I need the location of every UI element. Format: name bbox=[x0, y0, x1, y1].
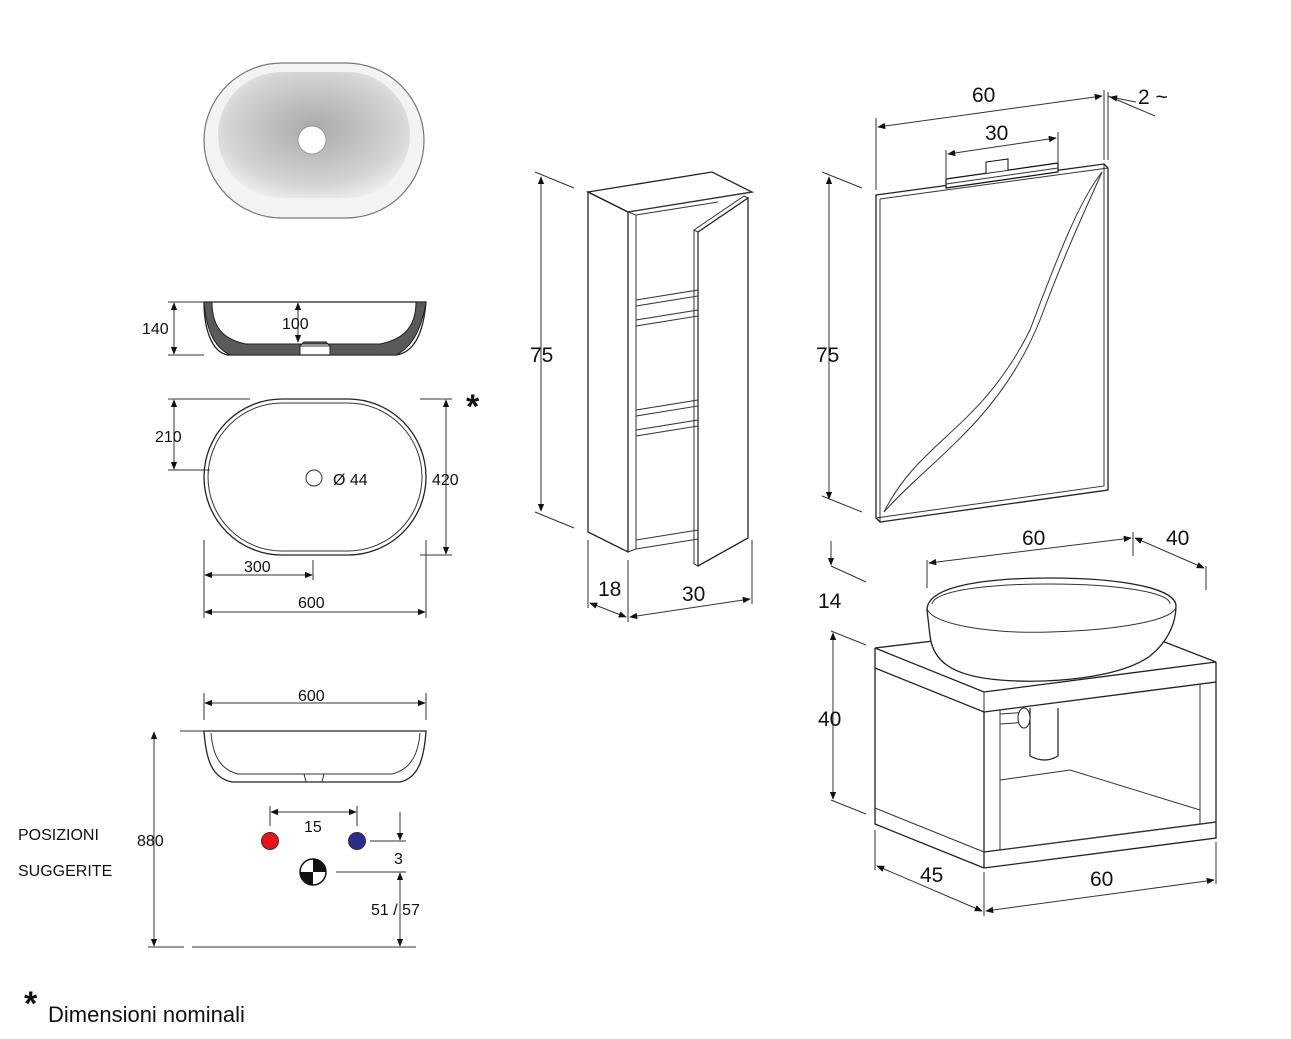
footnote-text: Dimensioni nominali bbox=[48, 1002, 245, 1027]
taps-drain-height: 51 / 57 bbox=[371, 902, 420, 919]
vanity-basin-height: 14 bbox=[818, 590, 842, 613]
basin-elevation-height: 880 bbox=[137, 833, 164, 850]
vanity-unit-height: 40 bbox=[818, 708, 841, 731]
basin-plan-half-width: 210 bbox=[155, 429, 182, 446]
vanity-depth: 45 bbox=[920, 864, 943, 887]
siphon bbox=[999, 707, 1059, 761]
basin-elevation: 600 880 bbox=[137, 688, 427, 948]
vanity-basin-depth: 40 bbox=[1166, 527, 1189, 550]
vanity-basin-width: 60 bbox=[1022, 527, 1045, 550]
mirror-lamp-width: 30 bbox=[985, 122, 1008, 145]
vanity-width: 60 bbox=[1090, 868, 1113, 891]
drain-target-icon bbox=[299, 858, 327, 886]
nominal-asterisk: * bbox=[466, 388, 480, 426]
suggested-tap-positions: POSIZIONI SUGGERITE 15 3 51 / 57 bbox=[18, 806, 420, 947]
footnote-asterisk: * bbox=[24, 985, 38, 1023]
vanity-basin bbox=[926, 577, 1177, 682]
mirror-width: 60 bbox=[972, 84, 995, 107]
basin-plan-half-length: 300 bbox=[244, 559, 271, 576]
basin-section-height: 140 bbox=[142, 321, 169, 338]
taps-label-line1: POSIZIONI bbox=[18, 827, 99, 844]
taps-offset: 3 bbox=[394, 851, 403, 868]
basin-section-depth: 100 bbox=[282, 316, 309, 333]
column-depth: 18 bbox=[598, 578, 621, 601]
mirror-lamp bbox=[945, 158, 1059, 189]
mirror: 60 2 ~ 30 75 bbox=[816, 84, 1168, 523]
column-width: 30 bbox=[682, 583, 705, 606]
hot-water-tap bbox=[261, 832, 279, 850]
column-cabinet: 75 18 30 bbox=[530, 171, 755, 622]
vanity-unit: 60 40 14 40 45 60 bbox=[818, 527, 1217, 916]
footnote: * Dimensioni nominali bbox=[24, 985, 245, 1027]
basin-plan: Ø 44 210 420 * 300 600 bbox=[155, 388, 480, 618]
basin-plan-length: 600 bbox=[298, 595, 325, 612]
cold-water-tap bbox=[348, 832, 366, 850]
taps-spacing: 15 bbox=[304, 819, 322, 836]
mirror-thickness: 2 ~ bbox=[1138, 86, 1168, 109]
basin-plan-width: 420 bbox=[432, 472, 459, 489]
basin-top-render bbox=[203, 62, 425, 219]
column-height: 75 bbox=[530, 344, 553, 367]
basin-section: 140 100 bbox=[142, 301, 427, 356]
basin-elevation-length: 600 bbox=[298, 688, 325, 705]
basin-drain-diameter: Ø 44 bbox=[333, 472, 368, 489]
mirror-height: 75 bbox=[816, 344, 839, 367]
taps-label-line2: SUGGERITE bbox=[18, 863, 112, 880]
